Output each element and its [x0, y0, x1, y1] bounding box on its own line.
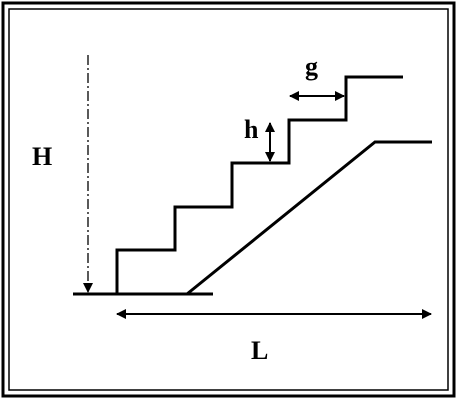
stair-soffit-line [186, 140, 432, 296]
label-step-going: g [305, 52, 318, 81]
label-length: L [251, 336, 268, 365]
stair-profile [115, 75, 403, 294]
inner-frame [8, 8, 449, 391]
label-h-total: H [32, 142, 52, 171]
label-step-height: h [244, 115, 259, 144]
